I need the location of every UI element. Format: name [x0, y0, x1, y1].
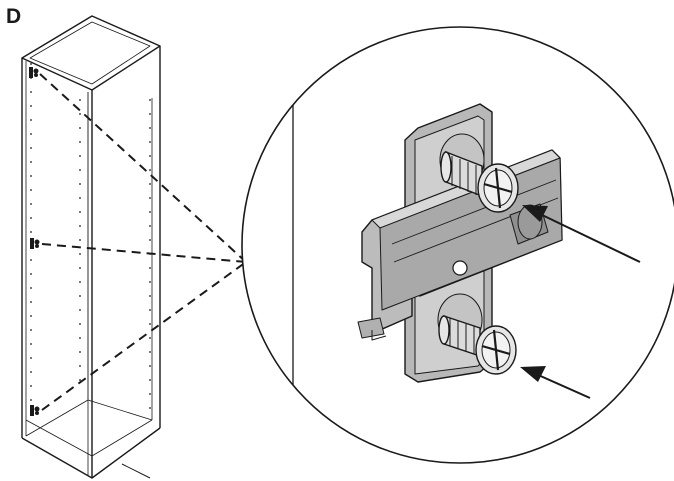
shelf-hole — [30, 189, 32, 191]
shelf-hole — [30, 119, 32, 121]
shelf-hole — [79, 225, 81, 227]
shelf-hole — [149, 113, 151, 115]
shelf-hole — [79, 239, 81, 241]
shelf-hole — [30, 231, 32, 233]
callout-line-top — [39, 73, 247, 263]
shelf-hole — [30, 175, 32, 177]
shelf-hole — [149, 197, 151, 199]
floor-line — [121, 463, 151, 479]
shelf-hole — [149, 337, 151, 339]
shelf-hole — [149, 351, 151, 353]
cabinet — [21, 15, 161, 479]
callout-line-bottom — [41, 261, 247, 411]
step-label: D — [6, 5, 22, 28]
shelf-hole — [30, 161, 32, 163]
shelf-hole — [79, 267, 81, 269]
shelf-hole — [149, 267, 151, 269]
magnified-detail — [241, 26, 674, 464]
screw-upper — [440, 150, 519, 213]
shelf-hole — [30, 203, 32, 205]
shelf-hole — [149, 295, 151, 297]
shelf-hole — [149, 309, 151, 311]
shelf-hole — [30, 105, 32, 107]
shelf-hole — [149, 281, 151, 283]
shelf-hole — [149, 127, 151, 129]
shelf-hole — [149, 239, 151, 241]
shelf-hole — [30, 91, 32, 93]
shelf-hole — [30, 357, 32, 359]
shelf-hole — [149, 155, 151, 157]
shelf-hole — [30, 329, 32, 331]
shelf-hole — [79, 169, 81, 171]
arrow-upper — [522, 205, 641, 263]
shelf-hole — [30, 217, 32, 219]
arrow-lower — [520, 366, 591, 399]
shelf-hole — [79, 141, 81, 143]
shelf-hole — [79, 99, 81, 101]
plate-clip-tab — [357, 317, 385, 339]
cabinet-plate-bottom — [30, 405, 40, 416]
shelf-hole — [149, 393, 151, 395]
shelf-hole — [79, 281, 81, 283]
shelf-hole — [149, 225, 151, 227]
cabinet-top-inner — [29, 21, 151, 85]
shelf-hole — [79, 155, 81, 157]
shelf-hole — [79, 127, 81, 129]
shelf-hole — [30, 287, 32, 289]
cabinet-bottom — [21, 427, 161, 479]
cabinet-bottom-inner — [25, 419, 153, 457]
cabinet-plate-middle — [30, 238, 40, 249]
shelf-hole — [149, 141, 151, 143]
plate-center-hole — [452, 260, 468, 276]
shelf-hole — [149, 211, 151, 213]
shelf-hole — [30, 147, 32, 149]
callout-lines — [39, 73, 247, 411]
shelf-hole — [79, 337, 81, 339]
shelf-hole-rows — [30, 63, 151, 415]
shelf-hole — [149, 365, 151, 367]
shelf-hole — [79, 309, 81, 311]
shelf-hole — [79, 183, 81, 185]
shelf-hole — [30, 315, 32, 317]
shelf-hole — [149, 169, 151, 171]
callout-line-middle — [41, 243, 247, 263]
shelf-hole — [30, 343, 32, 345]
shelf-hole — [149, 379, 151, 381]
cabinet-plate-top — [29, 67, 39, 78]
shelf-hole — [149, 99, 151, 101]
shelf-hole — [79, 197, 81, 199]
shelf-hole — [30, 63, 32, 65]
shelf-hole — [30, 133, 32, 135]
shelf-hole — [79, 253, 81, 255]
shelf-hole — [149, 183, 151, 185]
shelf-hole — [79, 351, 81, 353]
shelf-hole — [30, 399, 32, 401]
shelf-hole — [79, 323, 81, 325]
screw-lower — [438, 315, 517, 375]
shelf-hole — [30, 301, 32, 303]
plate-rail-groove — [391, 179, 557, 245]
shelf-hole — [79, 211, 81, 213]
shelf-hole — [30, 259, 32, 261]
shelf-hole — [149, 323, 151, 325]
shelf-hole — [79, 113, 81, 115]
shelf-hole — [79, 295, 81, 297]
shelf-hole — [79, 365, 81, 367]
shelf-hole — [30, 385, 32, 387]
shelf-hole — [149, 407, 151, 409]
shelf-hole — [79, 379, 81, 381]
shelf-hole — [30, 371, 32, 373]
shelf-hole — [30, 273, 32, 275]
